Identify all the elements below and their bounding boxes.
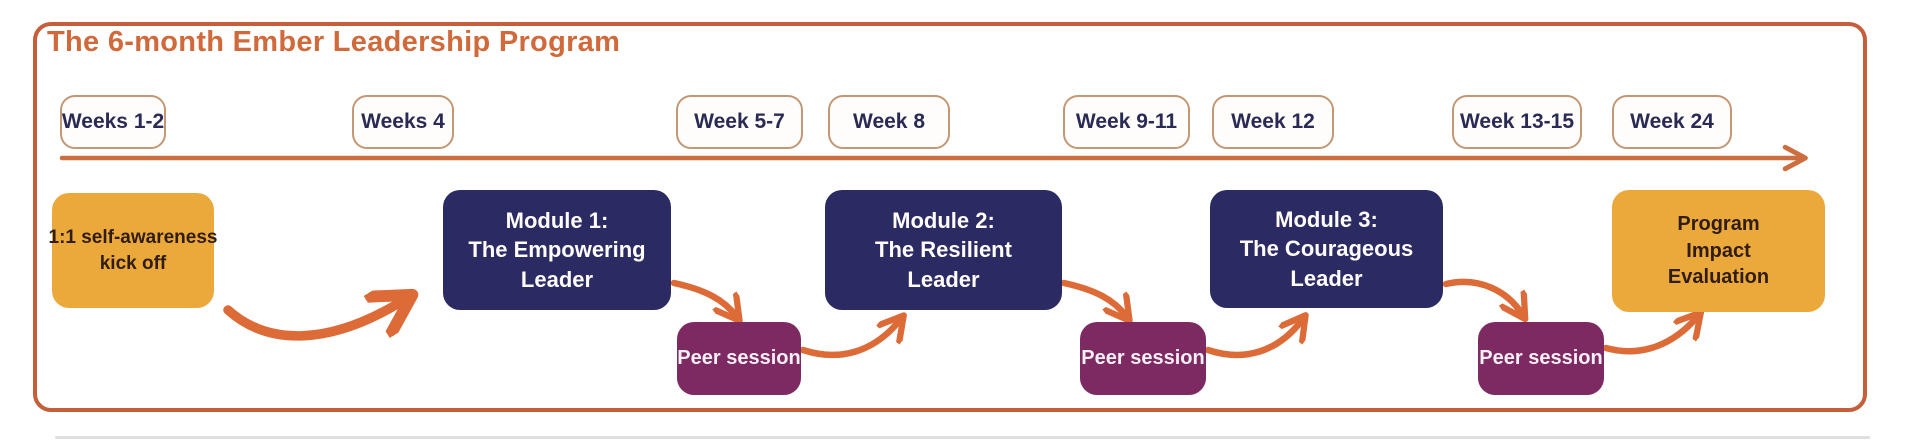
- week-pill-label: Week 12: [1231, 110, 1315, 133]
- node-text: Leader: [520, 266, 594, 292]
- week-pill-label: Week 9-11: [1075, 110, 1178, 133]
- node-text: Leader: [907, 266, 980, 292]
- node-text: Program: [1677, 213, 1760, 236]
- node-peer-session-1: Peer session: [677, 322, 801, 395]
- node-text: Impact: [1686, 239, 1751, 262]
- node-kickoff: 1:1 self-awareness kick off: [49, 193, 218, 308]
- node-text: kick off: [99, 252, 167, 274]
- node-text: The Resilient: [875, 237, 1012, 263]
- week-pill-week-8: Week 8: [828, 95, 950, 149]
- node-module3: Module 3: The Courageous Leader: [1210, 190, 1443, 308]
- week-pill-label: Weeks 1-2: [61, 110, 165, 133]
- node-text: Peer session: [1479, 347, 1603, 370]
- week-pill-label: Week 13-15: [1459, 110, 1575, 133]
- node-peer-session-2: Peer session: [1080, 322, 1206, 395]
- week-pill-label: Week 5-7: [694, 110, 785, 133]
- week-pill-week-12: Week 12: [1212, 95, 1334, 149]
- week-pill-label: Week 24: [1630, 110, 1714, 133]
- node-text: Module 2:: [892, 208, 995, 234]
- node-text: 1:1 self-awareness: [48, 227, 218, 249]
- outer-frame: [33, 22, 1867, 412]
- week-pill-week-24: Week 24: [1612, 95, 1732, 149]
- week-pill-label: Week 8: [853, 110, 925, 133]
- node-text: The Courageous: [1239, 236, 1414, 262]
- node-text: Peer session: [1081, 347, 1205, 370]
- node-module1: Module 1: The Empowering Leader: [443, 190, 671, 310]
- page-bottom-shadow: [55, 436, 1870, 439]
- week-pill-week-5-7: Week 5-7: [676, 95, 803, 149]
- node-peer-session-3: Peer session: [1478, 322, 1604, 395]
- page-title: The 6-month Ember Leadership Program: [47, 26, 621, 58]
- week-pill-label: Weeks 4: [361, 110, 445, 133]
- week-pill-week-9-11: Week 9-11: [1063, 95, 1190, 149]
- node-module2: Module 2: The Resilient Leader: [825, 190, 1062, 310]
- week-pill-weeks-4: Weeks 4: [352, 95, 454, 149]
- node-text: Peer session: [677, 347, 801, 370]
- node-text: Evaluation: [1667, 266, 1770, 289]
- node-text: Module 1:: [505, 208, 609, 234]
- week-pill-weeks-1-2: Weeks 1-2: [60, 95, 166, 149]
- week-pill-week-13-15: Week 13-15: [1452, 95, 1582, 149]
- node-program-impact-evaluation: Program Impact Evaluation: [1612, 190, 1825, 312]
- node-text: Module 3:: [1275, 207, 1378, 233]
- node-text: The Empowering: [468, 237, 646, 263]
- node-text: Leader: [1290, 265, 1363, 291]
